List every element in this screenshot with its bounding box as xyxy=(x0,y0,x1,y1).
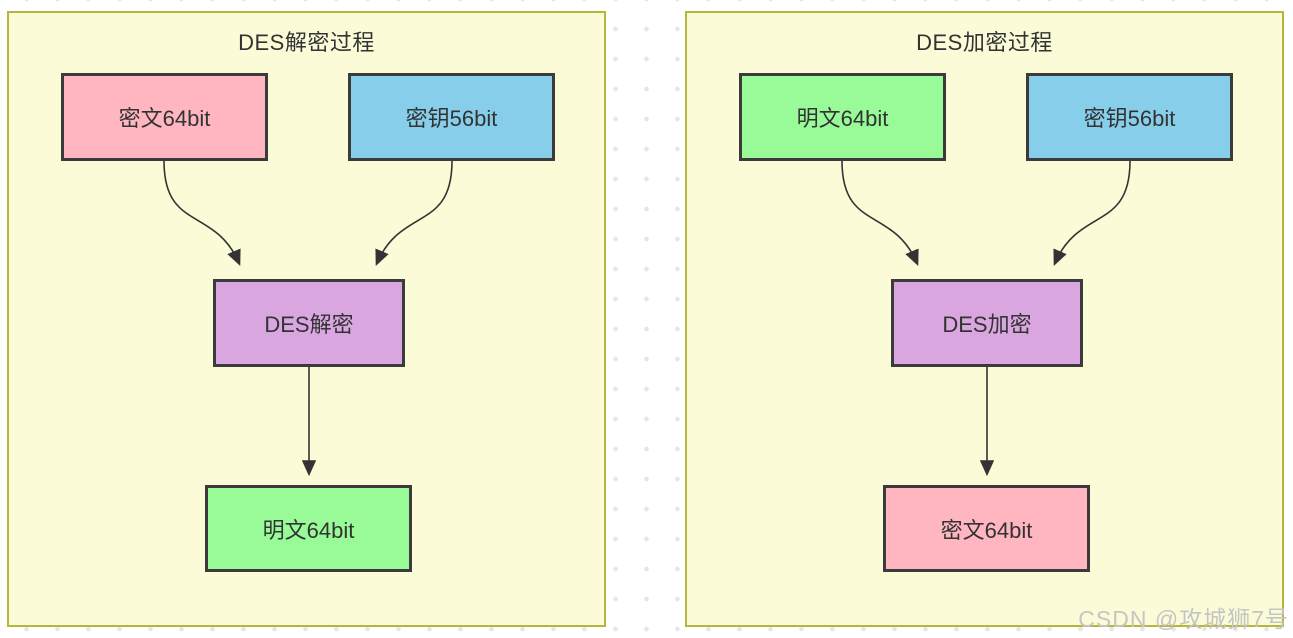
panel-title: DES解密过程 xyxy=(238,30,375,55)
node-label: 密文64bit xyxy=(118,106,211,131)
node-label: 密钥56bit xyxy=(1083,106,1176,131)
node-ciphertext: 密文64bit xyxy=(883,485,1090,572)
node-key: 密钥56bit xyxy=(348,73,555,161)
node-key: 密钥56bit xyxy=(1026,73,1233,161)
arrow-input2-to-process xyxy=(375,160,453,266)
node-label: 密文64bit xyxy=(940,517,1033,543)
node-plaintext: 明文64bit xyxy=(205,485,412,572)
node-plaintext: 明文64bit xyxy=(739,73,946,161)
panel-des-decryption: DES解密过程 密文64bit 密钥56bit DES解密 明文64bit xyxy=(7,11,606,627)
arrow-input2-to-process xyxy=(1053,160,1131,266)
node-label: 明文64bit xyxy=(262,517,355,543)
arrow-input1-to-process xyxy=(163,160,241,266)
node-label: DES解密 xyxy=(264,312,354,337)
node-des-decrypt: DES解密 xyxy=(213,279,405,367)
node-label: 明文64bit xyxy=(796,106,889,131)
node-label: DES加密 xyxy=(942,312,1032,337)
panel-title: DES加密过程 xyxy=(916,30,1053,55)
arrow-input1-to-process xyxy=(841,160,919,266)
node-ciphertext: 密文64bit xyxy=(61,73,268,161)
node-des-encrypt: DES加密 xyxy=(891,279,1083,367)
csdn-watermark: CSDN @攻城狮7号 xyxy=(1078,606,1289,632)
node-label: 密钥56bit xyxy=(405,106,498,131)
panel-des-encryption: DES加密过程 明文64bit 密钥56bit DES加密 密文64bit xyxy=(685,11,1284,627)
